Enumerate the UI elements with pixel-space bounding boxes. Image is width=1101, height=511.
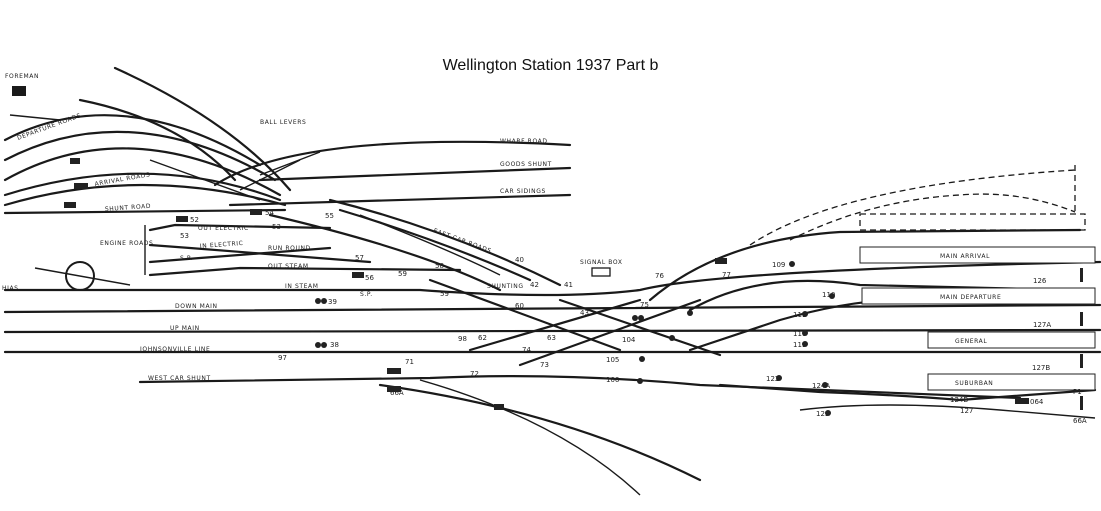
dashed-sidings bbox=[749, 165, 1086, 246]
lever-number: 119 bbox=[793, 341, 806, 349]
lever-number: 110 bbox=[822, 291, 835, 299]
lever-number: 122 bbox=[766, 375, 779, 383]
lever-number: 40 bbox=[515, 256, 524, 264]
west-car-shunt-label: WEST CAR SHUNT bbox=[148, 375, 211, 382]
car-sidings-label: CAR SIDINGS bbox=[500, 188, 546, 195]
lever-number: 74 bbox=[522, 346, 531, 354]
shunt-road-label: SHUNT ROAD bbox=[105, 203, 152, 213]
lever-number: 42 bbox=[530, 281, 539, 289]
lever-number: 62 bbox=[478, 334, 487, 342]
lever-number: 064 bbox=[1030, 398, 1044, 406]
main-lines bbox=[3, 228, 1101, 496]
engine-roads bbox=[34, 223, 462, 291]
lever-number: 41 bbox=[564, 281, 573, 289]
platform-main-arrival: MAIN ARRIVAL bbox=[859, 246, 1096, 264]
lever-number: 125 bbox=[816, 410, 829, 418]
in-electric-label: IN ELECTRIC bbox=[200, 240, 244, 250]
signals bbox=[64, 158, 1083, 416]
foreman-label: FOREMAN bbox=[5, 73, 39, 80]
lever-number: 52 bbox=[190, 216, 199, 224]
sp-label-2: S.P. bbox=[360, 291, 373, 298]
lever-number: 53 bbox=[272, 223, 281, 231]
platform-suburban: SUBURBAN bbox=[927, 373, 1096, 391]
lever-number: 127A bbox=[1033, 321, 1051, 329]
lever-number: 124A bbox=[812, 382, 830, 390]
lever-number: 106 bbox=[606, 376, 620, 384]
platform-general-label: GENERAL bbox=[955, 338, 987, 345]
lever-number: 105 bbox=[606, 356, 619, 364]
lever-number: 39 bbox=[328, 298, 337, 306]
junction-crossovers bbox=[428, 278, 722, 367]
wharf-road-label: WHARF ROAD bbox=[500, 138, 548, 145]
signal-box: SIGNAL BOX bbox=[580, 259, 623, 277]
lever-number: 104 bbox=[622, 336, 636, 344]
lever-number: 72 bbox=[470, 370, 479, 378]
lever-number: 127B bbox=[1032, 364, 1050, 372]
hias-label: HIAS bbox=[2, 285, 19, 292]
lever-number: 59 bbox=[440, 290, 449, 298]
lever-number: 56 bbox=[365, 274, 374, 282]
lever-number: 98 bbox=[458, 335, 467, 343]
out-steam-label: OUT STEAM bbox=[268, 263, 309, 270]
shunting-label: SHUNTING bbox=[487, 283, 524, 290]
platform-main-arrival-label: MAIN ARRIVAL bbox=[940, 253, 990, 260]
signal-box-label: SIGNAL BOX bbox=[580, 259, 623, 266]
lever-numbers: 52 53 54 53 55 56 57 58 59 59 60 42 41 4… bbox=[180, 209, 1087, 425]
lever-number: 59 bbox=[398, 270, 407, 278]
lever-number: 43 bbox=[580, 309, 589, 317]
east-car-roads bbox=[268, 198, 562, 292]
lever-number: 54 bbox=[265, 209, 274, 217]
platform-main-departure-label: MAIN DEPARTURE bbox=[940, 294, 1001, 301]
engine-roads-label: ENGINE ROADS bbox=[100, 240, 153, 247]
lever-number: 57 bbox=[355, 254, 364, 262]
platform-general: GENERAL bbox=[927, 331, 1096, 349]
lever-number: 77 bbox=[722, 271, 731, 279]
platform-main-departure: MAIN DEPARTURE bbox=[861, 287, 1096, 305]
lever-number: 73 bbox=[540, 361, 549, 369]
run-round-label: RUN ROUND bbox=[268, 245, 311, 252]
lever-number: 66A bbox=[1073, 417, 1087, 425]
lever-number: 66A bbox=[390, 389, 404, 397]
lever-number: 126 bbox=[1033, 277, 1047, 285]
lever-number: 127 bbox=[960, 407, 973, 415]
sp-label-1: S.P. bbox=[180, 255, 193, 262]
out-electric-label: OUT ELECTRIC bbox=[198, 225, 249, 232]
lever-number: 97 bbox=[278, 354, 287, 362]
lever-number: 38 bbox=[330, 341, 339, 349]
lever-number: 58 bbox=[435, 262, 444, 270]
ball-levers-label: BALL LEVERS bbox=[260, 119, 306, 126]
lever-number: 55 bbox=[325, 212, 334, 220]
platform-suburban-label: SUBURBAN bbox=[955, 380, 993, 387]
down-main-label: DOWN MAIN bbox=[175, 303, 218, 310]
diagram-title: Wellington Station 1937 Part b bbox=[442, 57, 659, 74]
johnsonville-line-label: JOHNSONVILLE LINE bbox=[139, 346, 210, 353]
lever-number: P1 bbox=[1073, 388, 1082, 396]
lever-number: 53 bbox=[180, 232, 189, 240]
lever-number: 63 bbox=[547, 334, 556, 342]
upper-sidings bbox=[213, 140, 572, 207]
lever-number: 111 bbox=[793, 311, 806, 319]
yard-tracks bbox=[3, 66, 292, 215]
lever-number: 124B bbox=[950, 396, 968, 404]
lever-number: 75 bbox=[640, 301, 649, 309]
lever-number: 71 bbox=[405, 358, 414, 366]
goods-shunt-label: GOODS SHUNT bbox=[500, 161, 552, 168]
in-steam-label: IN STEAM bbox=[285, 283, 319, 290]
up-main-label: UP MAIN bbox=[170, 325, 200, 332]
lever-number: 60 bbox=[515, 302, 524, 310]
foreman-hut: FOREMAN bbox=[5, 73, 39, 96]
lever-number: 76 bbox=[655, 272, 664, 280]
lever-number: 116 bbox=[793, 330, 807, 338]
lever-number: 109 bbox=[772, 261, 785, 269]
